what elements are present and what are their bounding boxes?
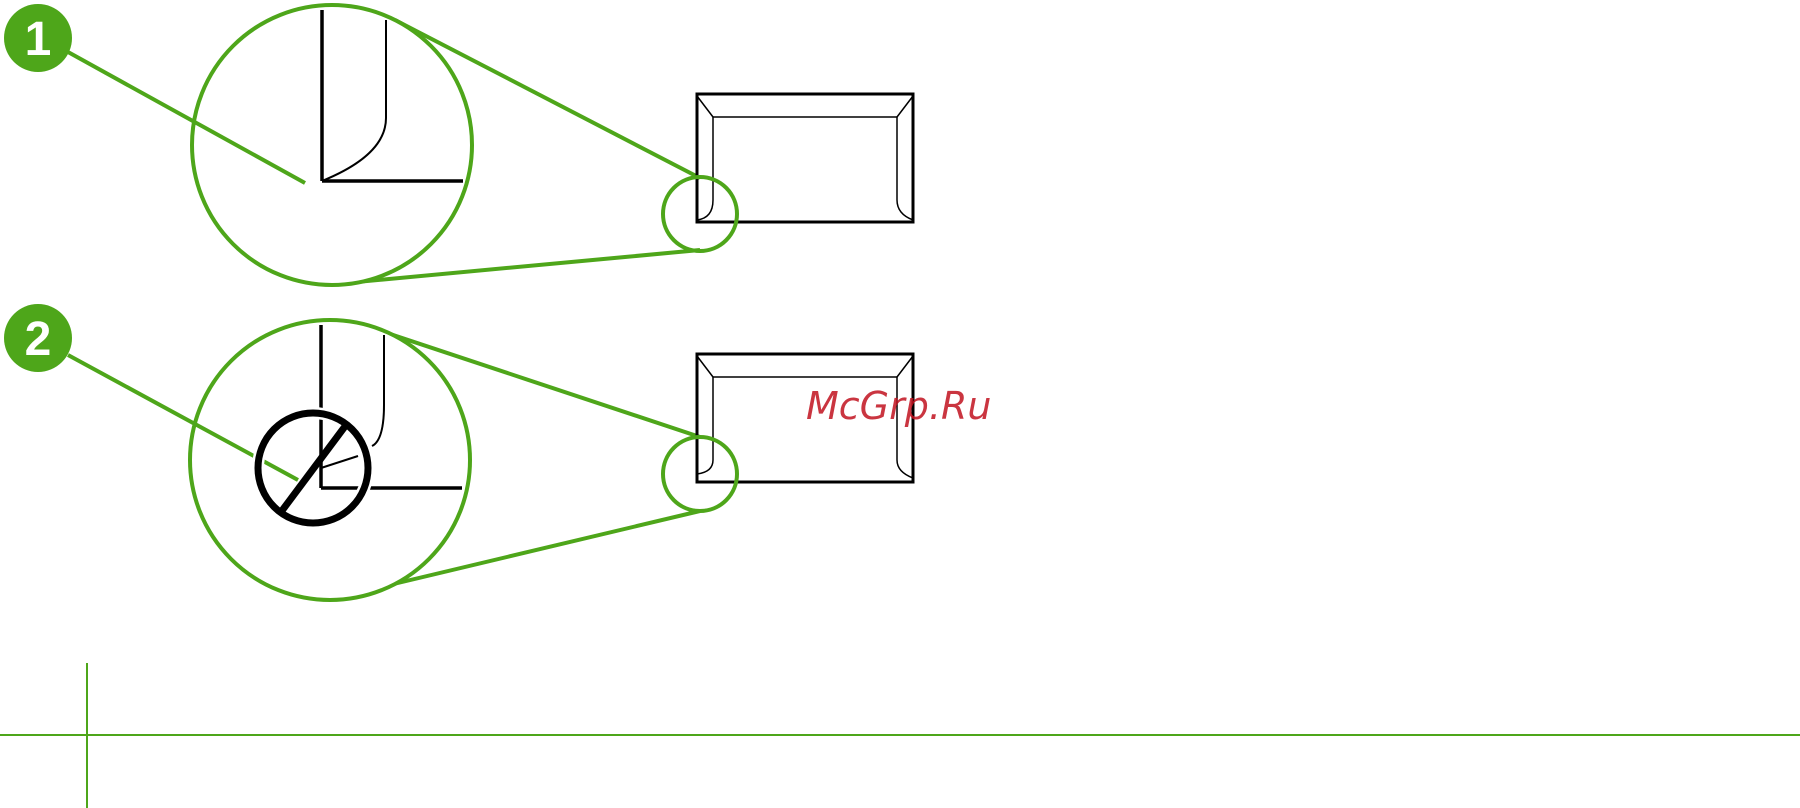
watermark-text: McGrp.Ru [806,384,991,428]
diagram-2-incorrect-envelope: 2 [4,304,913,600]
envelope-1 [697,94,913,222]
callout-number-1: 1 [25,13,52,66]
callout-number-2: 2 [25,313,52,366]
magnified-view-circle-2 [190,320,470,600]
zoom-source-circle-1 [663,177,737,251]
diagram-1-correct-envelope: 1 [4,4,913,285]
